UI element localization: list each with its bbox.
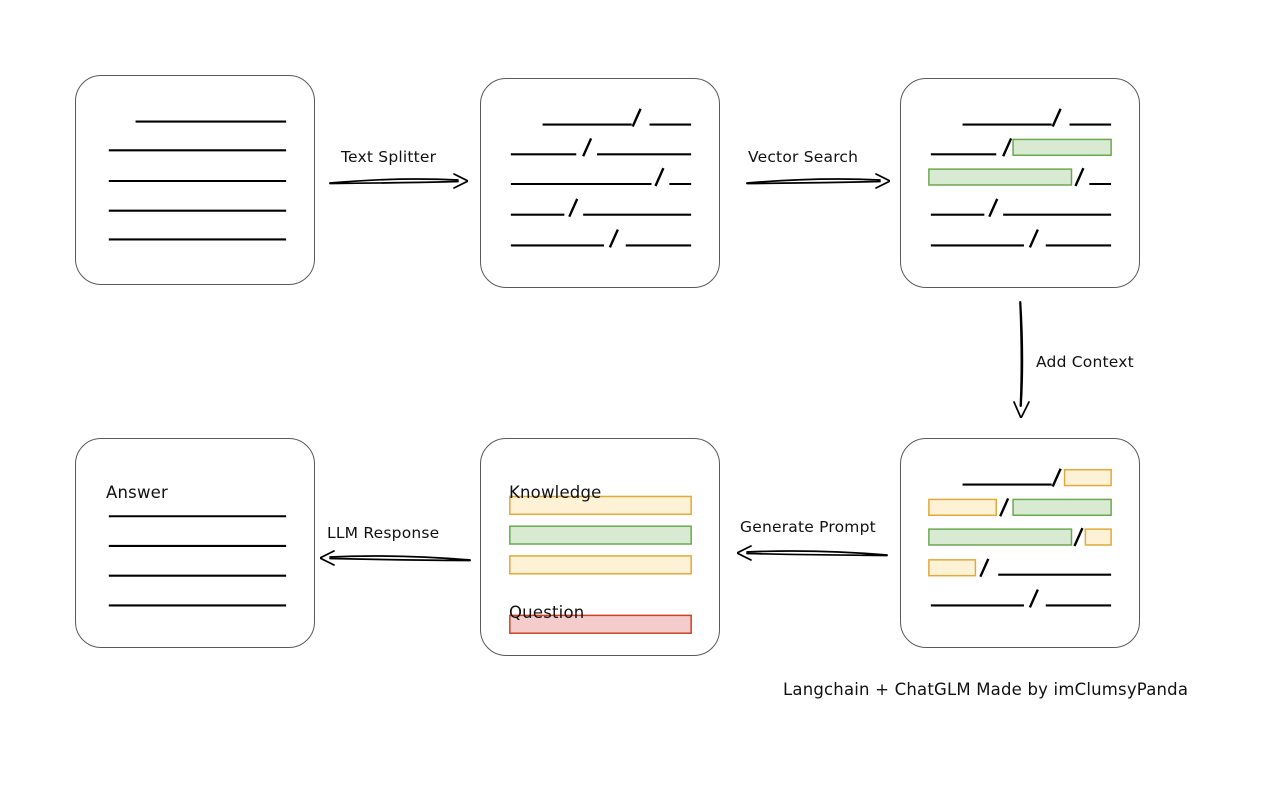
node-prompt[interactable]: Knowledge Question [480,438,720,656]
text-splitter-arrow-icon [329,173,469,189]
node-split-chunks[interactable] [480,78,720,288]
edge-label-vector-search: Vector Search [748,148,859,166]
answer-heading: Answer [106,483,168,502]
source-document-content [108,120,287,241]
edge-vector-search [745,168,891,194]
node-source-document[interactable] [75,75,315,285]
node-answer[interactable]: Answer [75,438,315,648]
llm-response-arrow-icon [319,550,471,566]
edge-label-add-context: Add Context [1036,353,1134,371]
node-context-chunks[interactable] [900,438,1140,648]
add-context-arrow-icon [1013,301,1030,419]
edge-llm-response [319,545,472,571]
retrieved-chunks-content [928,108,1112,248]
prompt-content [509,495,692,634]
answer-content [108,515,287,607]
split-chunks-content [510,108,692,248]
edge-add-context [1008,300,1036,419]
context-chunks-content [928,468,1112,608]
edge-generate-prompt [736,540,889,566]
edge-text-splitter [328,168,469,194]
edge-label-text-splitter: Text Splitter [341,148,437,166]
footer-credit: Langchain + ChatGLM Made by imClumsyPand… [783,680,1189,699]
generate-prompt-arrow-icon [736,545,888,561]
edge-label-llm-response: LLM Response [327,524,440,542]
node-retrieved-chunks[interactable] [900,78,1140,288]
vector-search-arrow-icon [746,173,891,189]
prompt-question-heading: Question [509,603,585,622]
edge-label-generate-prompt: Generate Prompt [740,518,876,536]
prompt-knowledge-heading: Knowledge [509,483,602,502]
